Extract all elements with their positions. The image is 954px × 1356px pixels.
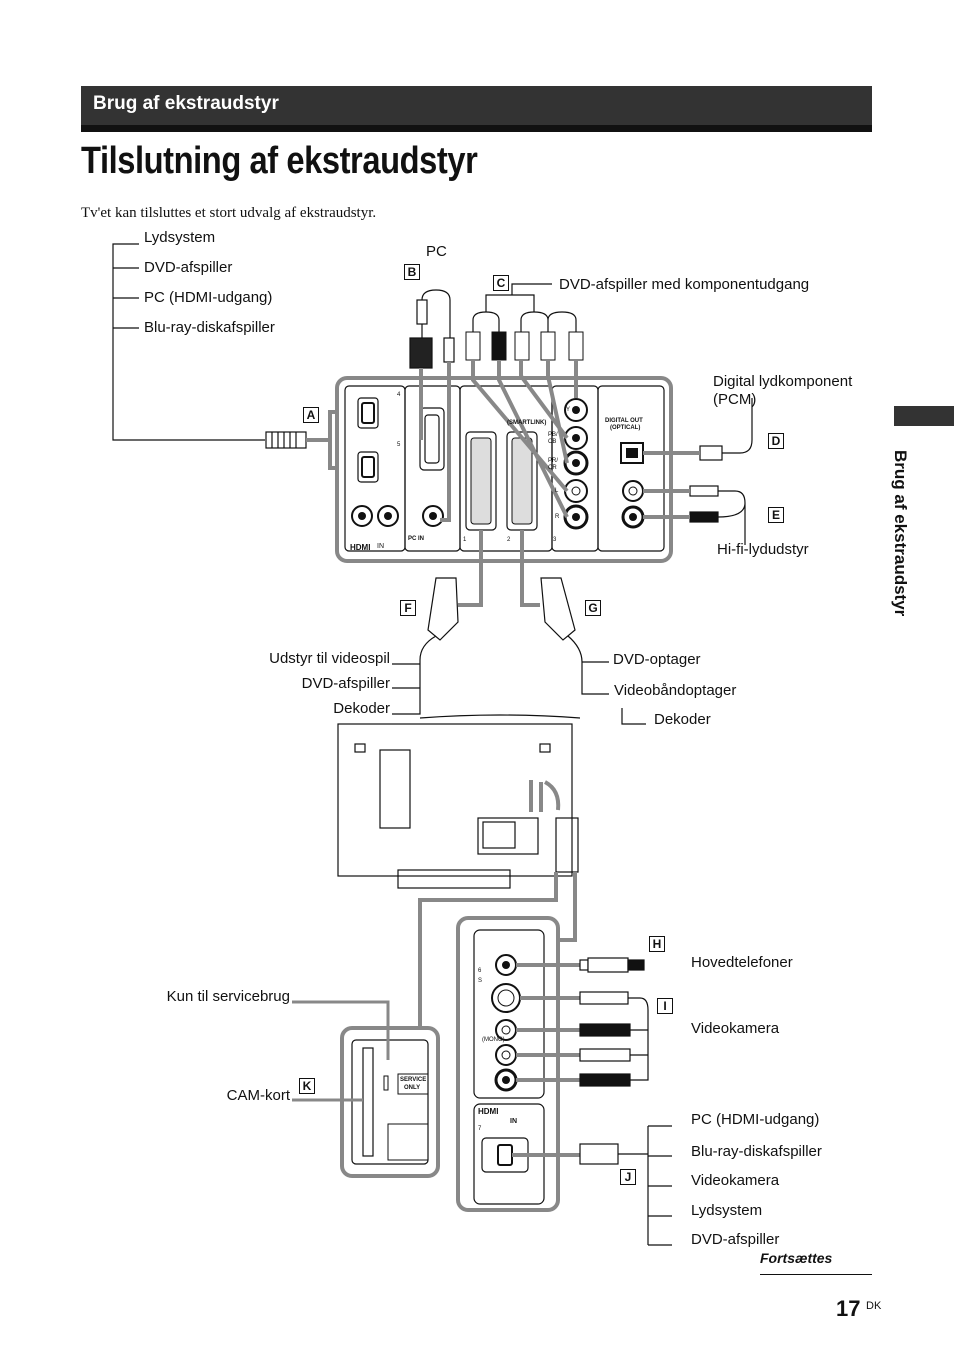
port-2-text: 2	[507, 537, 511, 543]
label-hifi: Hi-fi-lydudstyr	[717, 541, 809, 558]
digital-out-text: DIGITAL OUT	[605, 418, 643, 424]
intro-text: Tv'et kan tilsluttes et stort udvalg af …	[81, 205, 377, 221]
smartlink-text: (SMARTLINK)	[507, 420, 547, 426]
label-lydsystem-j: Lydsystem	[691, 1202, 763, 1219]
label-videokamera-i: Videokamera	[691, 1020, 780, 1037]
s-text: S	[478, 978, 483, 984]
continued-text: Fortsættes	[760, 1250, 833, 1266]
label-dvd-a: DVD-afspiller	[144, 259, 233, 276]
pb-text: PB/	[548, 432, 558, 438]
optical-text: (OPTICAL)	[610, 425, 641, 431]
label-cam-kort: CAM-kort	[226, 1087, 290, 1104]
y-text: Y	[566, 407, 571, 413]
port-6-text: 6	[478, 968, 482, 974]
side-tab-marker	[894, 406, 954, 426]
label-videobaand: Videobåndoptager	[614, 682, 737, 699]
label-videospil: Udstyr til videospil	[269, 650, 390, 667]
cam-panel	[340, 1026, 440, 1178]
label-lydsystem-a: Lydsystem	[144, 229, 216, 246]
key-k: K	[299, 1078, 315, 1094]
key-b: B	[404, 264, 420, 280]
l-text: L	[555, 488, 559, 494]
tv-back	[337, 714, 581, 889]
label-dvd-j: DVD-afspiller	[691, 1231, 780, 1248]
label-pcm: (PCM)	[713, 391, 757, 408]
label-dvd-f: DVD-afspiller	[301, 675, 390, 692]
port-3-text: 3	[553, 537, 557, 543]
key-d: D	[768, 433, 784, 449]
page-number: 17	[836, 1296, 861, 1321]
pc-in-text: PC IN	[408, 536, 425, 542]
port-5-text: 5	[397, 442, 401, 448]
label-dvd-optager: DVD-optager	[613, 651, 701, 668]
label-pc: PC	[426, 243, 447, 260]
key-a: A	[303, 407, 319, 423]
cb-text: CB	[548, 439, 557, 445]
label-digital-audio: Digital lydkomponent	[713, 373, 853, 390]
port-4-text: 4	[397, 392, 401, 398]
label-pc-hdmi-j: PC (HDMI-udgang)	[691, 1111, 820, 1128]
label-dekoder-f: Dekoder	[333, 700, 390, 717]
key-j: J	[620, 1169, 636, 1185]
mono-text: (MONO)	[482, 1037, 505, 1043]
label-dekoder-g: Dekoder	[654, 711, 711, 728]
label-pc-hdmi-a: PC (HDMI-udgang)	[144, 289, 273, 306]
label-bluray-j: Blu-ray-diskafspiller	[691, 1143, 822, 1160]
hdmi-in-text: IN	[377, 543, 384, 550]
label-hovedtelefoner: Hovedtelefoner	[691, 954, 793, 971]
key-c: C	[493, 275, 509, 291]
service-text: SERVICE	[400, 1077, 427, 1083]
footer-rule	[760, 1274, 872, 1275]
only-text: ONLY	[404, 1085, 421, 1091]
hdmi-text: HDMI	[350, 543, 371, 552]
r-text: R	[555, 514, 560, 520]
label-dvd-component: DVD-afspiller med komponentudgang	[559, 276, 810, 293]
port-7-text: 7	[478, 1126, 482, 1132]
section-header-bar: Brug af ekstraudstyr	[81, 86, 872, 125]
label-bluray-a: Blu-ray-diskafspiller	[144, 319, 275, 336]
key-f: F	[400, 600, 416, 616]
side-hdmi-in-text: IN	[510, 1118, 517, 1125]
pr-text: PR/	[548, 458, 559, 464]
section-title: Brug af ekstraudstyr	[93, 93, 279, 114]
key-g: G	[585, 600, 601, 616]
header-rule	[81, 125, 872, 132]
page-lang: DK	[866, 1300, 882, 1312]
key-e: E	[768, 507, 784, 523]
page-title: Tilslutning af ekstraudstyr	[81, 140, 478, 182]
label-videokamera-j: Videokamera	[691, 1172, 780, 1189]
label-servicebrug: Kun til servicebrug	[166, 988, 290, 1005]
port-1-text: 1	[463, 537, 467, 543]
side-hdmi-text: HDMI	[478, 1107, 499, 1116]
rear-panel	[335, 376, 673, 563]
key-h: H	[649, 936, 665, 952]
side-panel	[456, 916, 560, 1212]
key-i: I	[657, 998, 673, 1014]
cr-text: CR	[548, 465, 557, 471]
